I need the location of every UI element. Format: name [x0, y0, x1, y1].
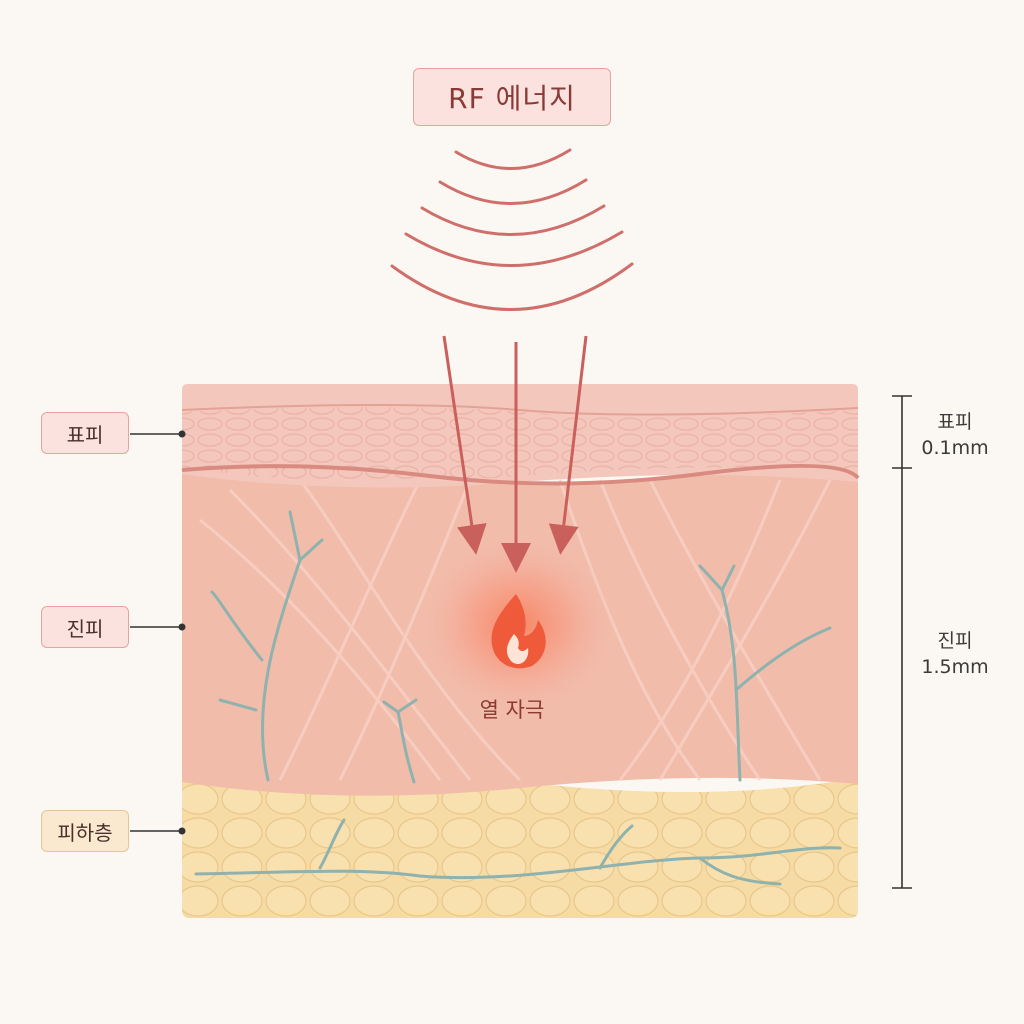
epidermis-measure-name: 표피: [937, 411, 973, 433]
depth-scale: [892, 395, 912, 889]
dermis-measure-name: 진피: [937, 630, 973, 652]
flame-icon: [491, 594, 546, 669]
rf-arrow-left: [442, 335, 487, 555]
blood-vessels: [194, 510, 842, 886]
leader-dots: [178, 430, 186, 835]
subcutaneous-layer: [182, 770, 858, 918]
collagen-fibers: [199, 479, 832, 782]
subcutaneous-label: 피하층: [41, 810, 129, 852]
rf-energy-title: RF 에너지: [413, 68, 611, 126]
epidermis-layer: [181, 384, 860, 488]
heat-stimulus-label: 열 자극: [479, 698, 545, 722]
epidermis-label: 표피: [41, 412, 129, 454]
epidermis-measurement: 표피 0.1mm: [905, 409, 1005, 461]
epidermis-measure-depth: 0.1mm: [921, 437, 989, 459]
dermis-measure-depth: 1.5mm: [921, 656, 989, 678]
dermis-measurement: 진피 1.5mm: [905, 628, 1005, 680]
rf-arrows: [442, 335, 588, 573]
rf-waves: [390, 148, 634, 311]
dermis-label: 진피: [41, 606, 129, 648]
leader-lines: [130, 433, 182, 832]
rf-arrow-right: [548, 335, 588, 555]
